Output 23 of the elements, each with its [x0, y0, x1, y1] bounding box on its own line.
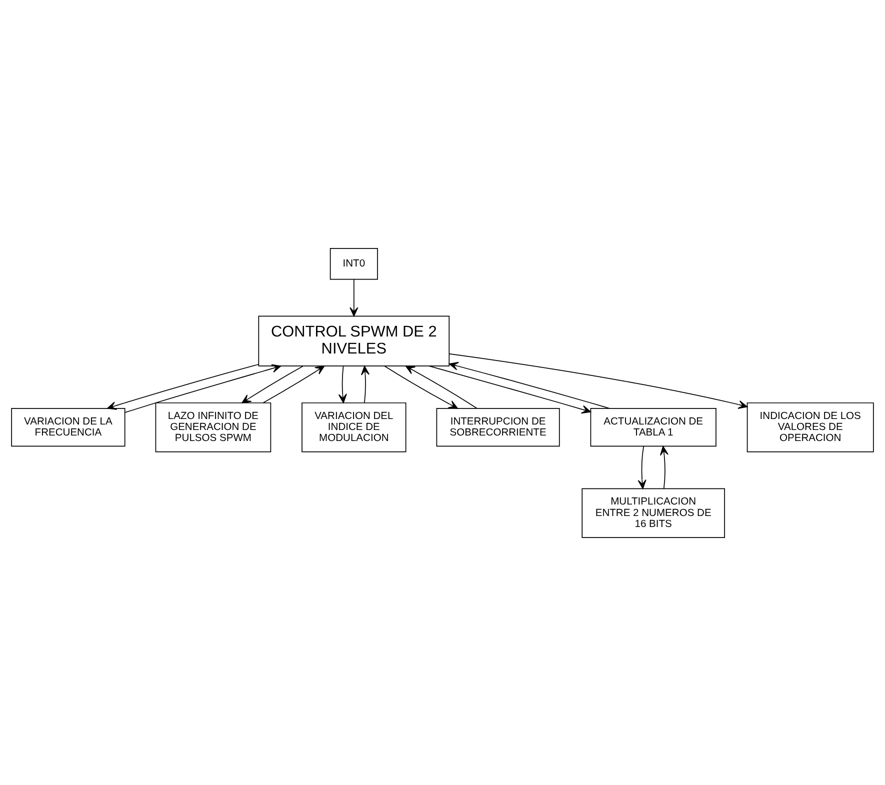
node-box: INTERRUPCION DE SOBRECORRIENTE	[436, 408, 560, 446]
node-box: MULTIPLICACION ENTRE 2 NUMEROS DE 16 BITS	[582, 488, 725, 538]
arrow	[428, 365, 592, 414]
arrow	[660, 445, 668, 489]
arrow	[638, 445, 646, 489]
node-box: VARIACION DEL INDICE DE MODULACION	[302, 402, 406, 452]
arrow	[338, 365, 347, 403]
arrow	[448, 361, 610, 408]
arrow	[448, 352, 748, 408]
arrow	[242, 365, 304, 403]
arrow	[262, 365, 325, 403]
node-box: VARIACION DE LA FRECUENCIA	[11, 408, 126, 446]
node-box: INDICACION DE LOS VALORES DE OPERACION	[746, 402, 874, 452]
node-box: ACTUALIZACION DE TABLA 1	[590, 408, 716, 446]
node-box: LAZO INFINITO DE GENERACION DE PULSOS SPWM	[155, 402, 272, 452]
arrow	[350, 278, 358, 316]
arrow	[360, 365, 370, 403]
arrow	[124, 364, 282, 412]
arrow	[384, 365, 458, 408]
arrow	[107, 363, 260, 410]
arrow	[405, 365, 478, 408]
node-box: CONTROL SPWM DE 2 NIVELES	[258, 315, 450, 366]
node-box: INT0	[330, 248, 378, 280]
